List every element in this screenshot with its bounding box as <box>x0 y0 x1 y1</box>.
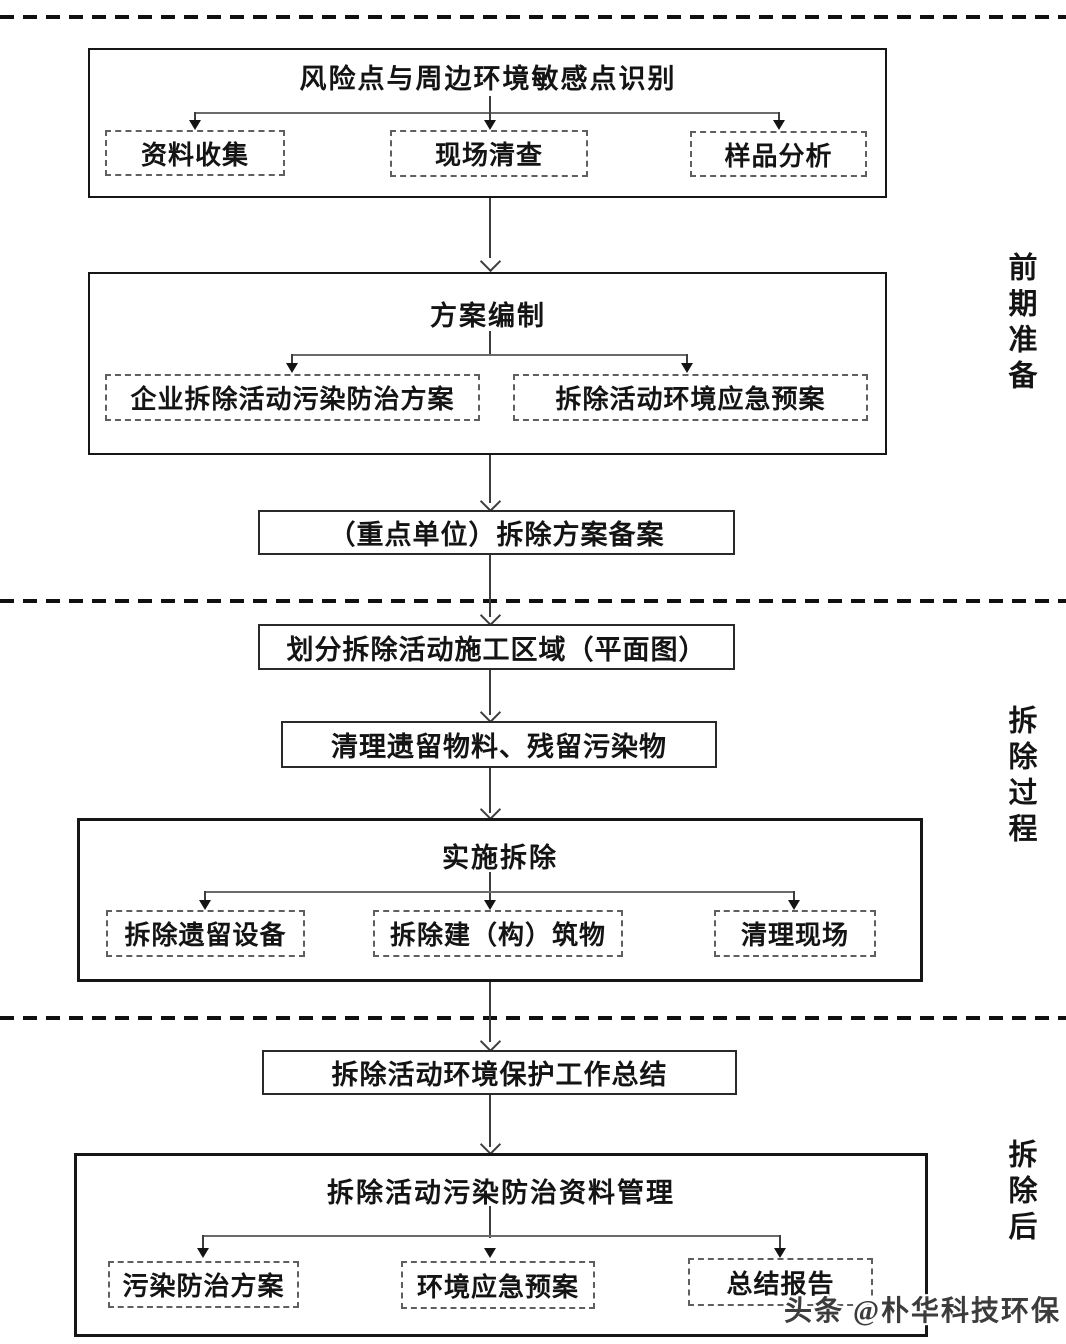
doc-pollution-prevention-plan: 污染防治方案 <box>108 1261 299 1308</box>
connector-drop <box>202 1235 204 1248</box>
arrowhead-down <box>681 363 693 373</box>
connector-stem <box>489 1206 491 1238</box>
flow-arrowhead <box>479 1030 502 1053</box>
step-plan-filing: （重点单位）拆除方案备案 <box>258 510 735 555</box>
connector-drop <box>194 112 196 121</box>
arrowhead-down <box>484 120 496 130</box>
flow-line <box>489 455 491 503</box>
arrowhead-down <box>197 1248 209 1258</box>
connector-branch <box>195 112 780 114</box>
flow-line <box>489 1095 491 1147</box>
flow-line <box>489 198 491 258</box>
connector-stem <box>489 96 491 114</box>
task-remove-leftover-equipment: 拆除遗留设备 <box>106 910 305 957</box>
task-sample-analysis: 样品分析 <box>690 131 867 177</box>
arrowhead-down <box>788 900 800 910</box>
watermark-toutiao: 头条 @朴华科技环保 <box>784 1296 1062 1327</box>
connector-drop <box>489 112 491 121</box>
flow-arrowhead <box>479 701 502 724</box>
flow-line <box>489 982 491 1042</box>
connector-drop <box>686 354 688 364</box>
flow-line <box>489 768 491 813</box>
task-pollution-prevention-plan: 企业拆除活动污染防治方案 <box>105 374 480 421</box>
flow-line <box>489 670 491 715</box>
flow-arrowhead <box>479 1133 502 1156</box>
arrowhead-down <box>773 120 785 130</box>
connector-drop <box>779 1235 781 1248</box>
task-site-clearing: 清理现场 <box>714 910 876 957</box>
connector-drop <box>793 891 795 901</box>
phase-label-demolition-process: 拆除过程 <box>1004 705 1036 849</box>
connector-stem <box>489 872 491 900</box>
arrowhead-down <box>484 900 496 910</box>
step-zoning: 划分拆除活动施工区域（平面图） <box>258 624 735 670</box>
doc-emergency-response-plan: 环境应急预案 <box>401 1261 595 1309</box>
phase-label-preparation: 前期准备 <box>1004 252 1036 396</box>
step-work-summary: 拆除活动环境保护工作总结 <box>262 1050 737 1095</box>
arrowhead-down <box>774 1248 786 1258</box>
connector-stem <box>489 331 491 356</box>
step-residue-cleanup: 清理遗留物料、残留污染物 <box>281 721 717 768</box>
phase-label-after-demolition: 拆除后 <box>1004 1139 1036 1247</box>
phase-divider-middle <box>0 599 1066 603</box>
task-site-inventory: 现场清查 <box>390 130 588 177</box>
flow-line <box>489 555 491 617</box>
group-plan-compilation <box>88 272 887 455</box>
task-data-collection: 资料收集 <box>105 130 285 176</box>
arrowhead-down <box>199 900 211 910</box>
flow-arrowhead <box>479 604 502 627</box>
connector-branch <box>203 1235 780 1237</box>
arrowhead-down <box>286 363 298 373</box>
task-emergency-response-plan: 拆除活动环境应急预案 <box>513 374 868 421</box>
arrowhead-down <box>484 1248 496 1258</box>
group-plan-compilation-title: 方案编制 <box>430 301 546 331</box>
connector-branch <box>205 891 795 893</box>
flow-arrowhead <box>479 490 502 513</box>
phase-divider-bottom <box>0 1016 1066 1020</box>
group-risk-identification-title: 风险点与周边环境敏感点识别 <box>299 64 677 94</box>
flow-arrowhead <box>479 250 502 273</box>
connector-drop <box>778 112 780 121</box>
group-implement-demolition-title: 实施拆除 <box>442 843 558 873</box>
group-document-management-title: 拆除活动污染防治资料管理 <box>327 1178 675 1208</box>
connector-drop <box>204 891 206 901</box>
doc-final-report: 总结报告 <box>688 1258 873 1306</box>
connector-branch <box>292 354 688 356</box>
connector-drop <box>291 354 293 364</box>
phase-divider-top <box>0 15 1066 19</box>
arrowhead-down <box>189 120 201 130</box>
flow-arrowhead <box>479 798 502 821</box>
task-demolish-structures: 拆除建（构）筑物 <box>373 910 623 957</box>
